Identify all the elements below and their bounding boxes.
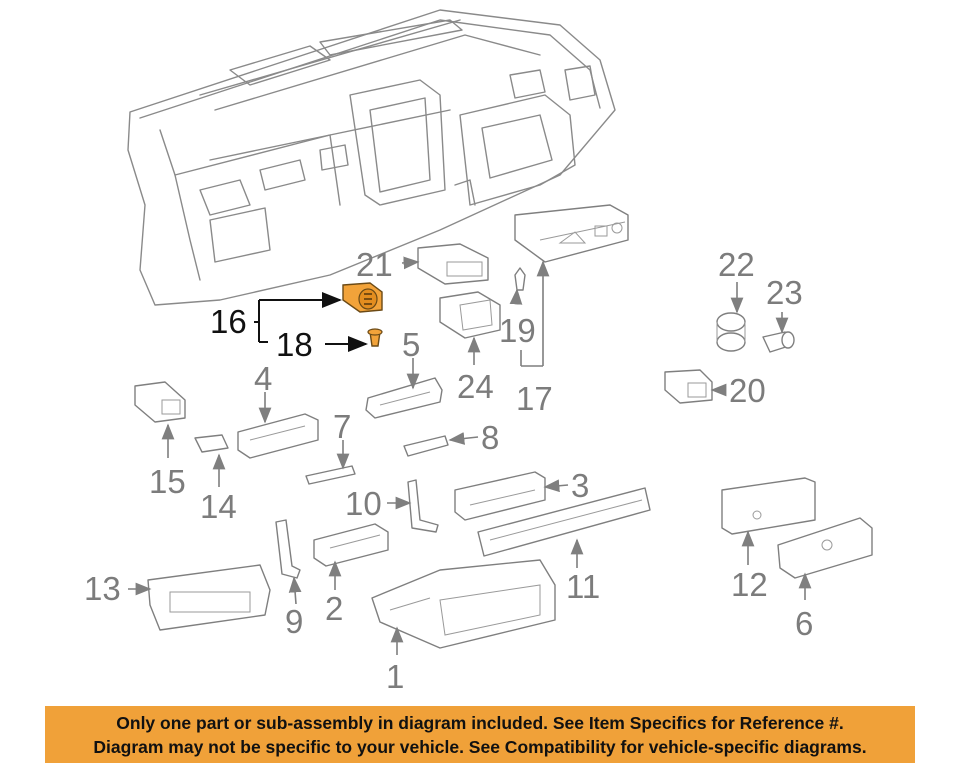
banner-line-1: Only one part or sub-assembly in diagram… [116, 713, 844, 733]
callout-10: 10 [345, 485, 382, 522]
part-20-switch [664, 369, 713, 404]
part-8-trim [403, 435, 449, 457]
callout-5: 5 [402, 326, 420, 363]
part-12-panel [721, 477, 816, 535]
banner-line-2: Diagram may not be specific to your vehi… [93, 737, 867, 757]
callout-2: 2 [325, 590, 343, 627]
part-4-bracket [237, 413, 319, 459]
part-18-highlighted [367, 328, 383, 347]
callout-13: 13 [84, 570, 121, 607]
instrument-panel-outline [127, 9, 616, 306]
part-6-panel [777, 517, 873, 579]
part-22-socket [716, 312, 746, 352]
callout-6: 6 [795, 605, 813, 642]
part-17-hazard-panel [514, 204, 629, 263]
highlight-leaders [254, 292, 368, 352]
part-21-switch [417, 243, 489, 285]
callout-14: 14 [200, 488, 237, 525]
callout-22: 22 [718, 246, 755, 283]
disclaimer-banner: Only one part or sub-assembly in diagram… [45, 706, 915, 763]
part-9-bracket [275, 519, 301, 579]
part-13-panel [147, 564, 271, 631]
part-2-panel [313, 523, 389, 567]
callout-12: 12 [731, 566, 768, 603]
parts-diagram: 1 2 3 4 5 6 7 8 9 10 11 12 13 14 15 16 1… [84, 9, 873, 695]
leader-arrows [128, 256, 812, 655]
callout-20: 20 [729, 372, 766, 409]
callout-9: 9 [285, 603, 303, 640]
part-5-bracket [365, 377, 443, 419]
callout-3: 3 [571, 467, 589, 504]
callout-labels: 1 2 3 4 5 6 7 8 9 10 11 12 13 14 15 16 1… [84, 246, 813, 695]
part-10-bracket [407, 479, 439, 533]
callout-24: 24 [457, 368, 494, 405]
part-19-clip [514, 267, 526, 291]
part-1-lower-panel [371, 559, 556, 649]
callout-19: 19 [499, 312, 536, 349]
part-24-switch [439, 291, 501, 339]
part-14-switch [194, 434, 229, 453]
callout-7: 7 [333, 408, 351, 445]
part-11-trim [477, 487, 651, 557]
callout-8: 8 [481, 419, 499, 456]
part-7-trim [305, 465, 356, 485]
callout-4: 4 [254, 360, 272, 397]
callout-21: 21 [356, 246, 393, 283]
callout-18: 18 [276, 326, 313, 363]
callout-23: 23 [766, 274, 803, 311]
callout-11: 11 [566, 568, 600, 605]
callout-15: 15 [149, 463, 186, 500]
callout-16: 16 [210, 303, 247, 340]
part-3-panel [454, 471, 546, 521]
callout-1: 1 [386, 658, 404, 695]
part-16-highlighted [342, 282, 383, 313]
part-23-plug [762, 331, 795, 353]
callout-17: 17 [516, 380, 553, 417]
part-15-switch [134, 381, 186, 423]
